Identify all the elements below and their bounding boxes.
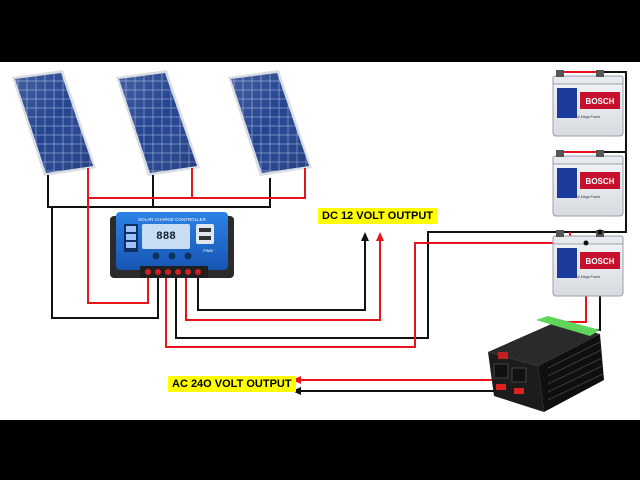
battery-3-sublabel: S4 Mega Power [576,275,602,279]
controller-brand: PWM [203,248,213,253]
battery-3-brand: BOSCH [586,257,615,266]
top-band [0,0,640,62]
battery-1: BOSCH S4 Mega Power [552,70,624,137]
power-inverter [488,316,604,412]
battery-1-sublabel: S4 Mega Power [576,115,602,119]
battery-1-brand: BOSCH [586,97,615,106]
controller-terminals [140,266,208,278]
bottom-band [0,420,640,480]
ac-output-wiring [292,376,500,395]
solar-panel-3 [228,70,312,176]
solar-panel-1 [12,70,96,176]
ac-240-volt-output-label: AC 24O VOLT OUTPUT [168,376,296,392]
battery-3: BOSCH S4 Mega Power [552,229,624,297]
solar-panel-2 [116,70,200,176]
battery-2: BOSCH S4 Mega Power [552,150,624,217]
controller-title: SOLAR CHARGE CONTROLLER [138,217,207,222]
controller-button-right [184,252,192,260]
controller-button-left [152,252,160,260]
battery-2-brand: BOSCH [586,177,615,186]
battery-2-sublabel: S4 Mega Power [576,195,602,199]
controller-button-middle [168,252,176,260]
panel-wiring [47,168,306,319]
solar-charge-controller: SOLAR CHARGE CONTROLLER 888 PWM [110,212,234,278]
dc-12-volt-output-label: DC 12 VOLT OUTPUT [318,208,438,224]
dc-output-wiring [185,232,384,321]
controller-display-text: 888 [156,231,176,243]
controller-lcd [142,224,190,249]
